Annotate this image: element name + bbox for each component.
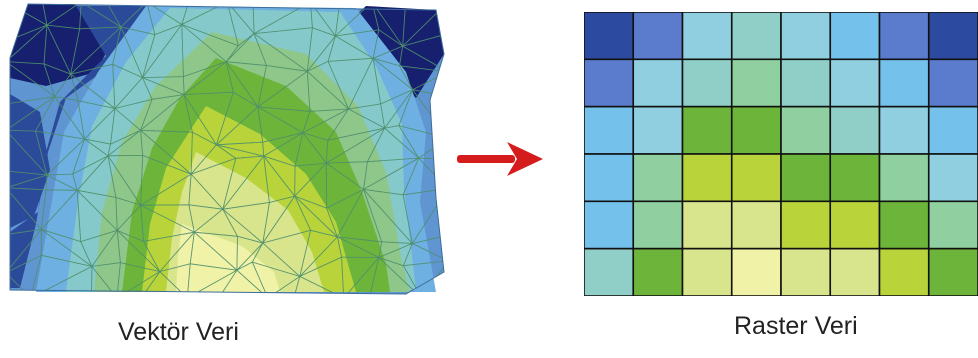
raster-data-illustration [584,12,978,296]
raster-cell [780,105,832,155]
raster-cell [829,200,881,250]
raster-cell [584,200,635,250]
vector-tin-map [9,3,445,295]
vector-band-8 [176,224,280,292]
vector-mesh-triangle [140,270,189,294]
raster-cell [681,200,733,250]
raster-cell [780,200,832,250]
vector-caption: Vektör Veri [118,318,239,346]
raster-cell [829,153,881,203]
raster-cell [927,105,978,155]
raster-cell [584,153,635,203]
vector-mesh-triangle [91,265,118,294]
raster-cell [829,58,881,108]
vector-outline [9,3,445,295]
raster-cell [584,58,635,108]
raster-cell [681,153,733,203]
raster-cell [730,105,782,155]
raster-cell [632,58,684,108]
raster-cell [632,105,684,155]
raster-cell [878,105,930,155]
vector-mesh-triangle [368,256,423,294]
raster-cell [878,58,930,108]
raster-cell [878,200,930,250]
raster-cell [780,153,832,203]
arrow-right-icon [455,138,547,180]
raster-cell [681,247,733,296]
raster-cell [584,105,635,155]
raster-caption: Raster Veri [734,312,858,340]
raster-cell [730,58,782,108]
raster-cell [829,12,881,61]
raster-cell [632,12,684,61]
vector-data-illustration [6,2,448,298]
raster-cell [927,200,978,250]
vector-triangle-mesh [10,4,444,294]
raster-cell [829,247,881,296]
vector-left-dark-region [10,94,50,228]
raster-cell [730,12,782,61]
raster-cell [730,200,782,250]
raster-cell [878,12,930,61]
raster-cell [829,105,881,155]
raster-cell [878,153,930,203]
raster-cell [780,12,832,61]
raster-cell [927,58,978,108]
raster-cell [780,247,832,296]
raster-cell [780,58,832,108]
raster-cell [681,12,733,61]
raster-cell [927,12,978,61]
raster-cell [632,200,684,250]
vector-mesh-triangle [10,271,32,294]
raster-cell [927,153,978,203]
vector-band-1 [10,6,156,288]
raster-grid-map [584,12,978,296]
vector-contour-bands [10,4,444,294]
raster-cell [584,12,635,61]
vector-mesh-triangle [293,275,344,294]
raster-cell [927,247,978,296]
raster-cell [632,153,684,203]
raster-cell [730,247,782,296]
raster-cell [878,247,930,296]
raster-cell [681,105,733,155]
raster-cell [584,247,635,296]
raster-cell [632,247,684,296]
arrow-head [507,142,543,176]
vector-mesh-triangle [218,269,269,294]
arrow-shaft [457,155,515,163]
raster-cell [681,58,733,108]
raster-cell [730,153,782,203]
